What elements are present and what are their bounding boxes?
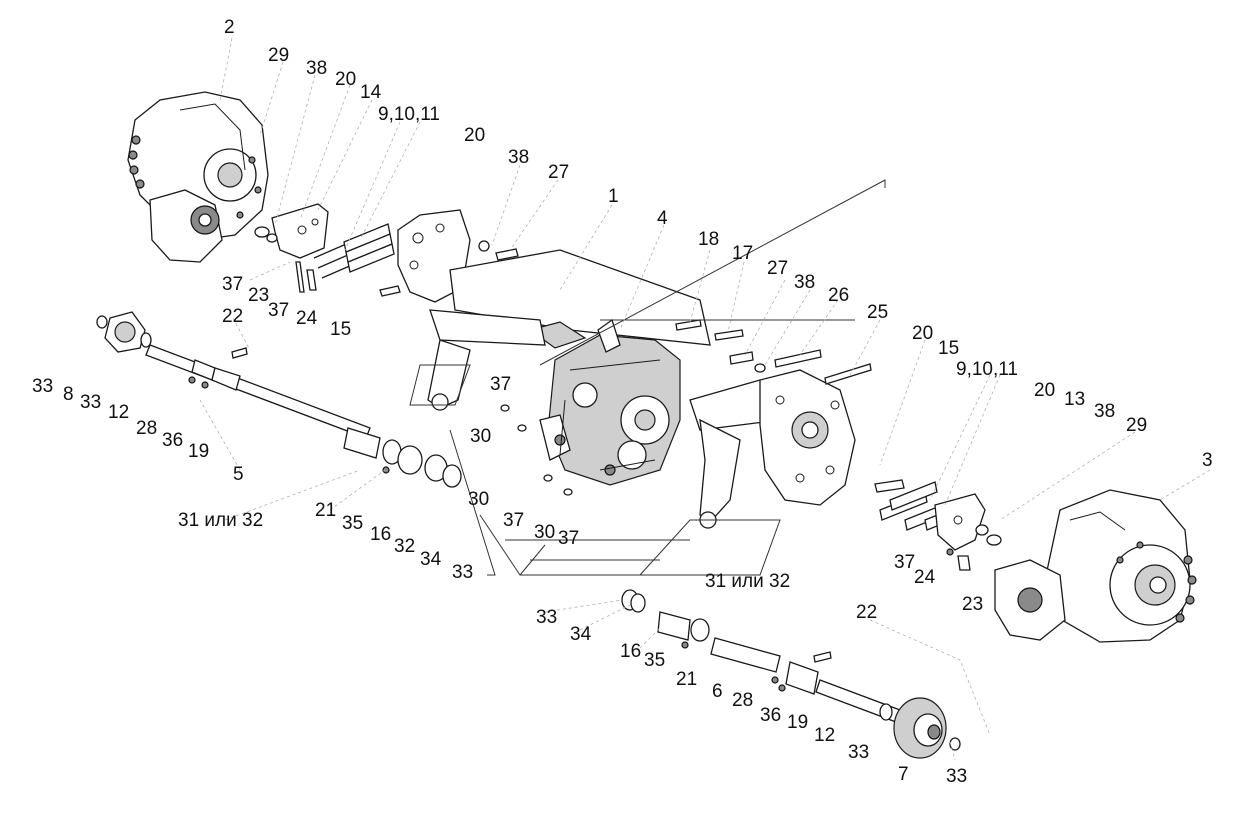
callout-2: 2 xyxy=(224,17,235,38)
callout-27-left: 27 xyxy=(548,162,569,183)
callout-29-left: 29 xyxy=(268,45,289,66)
callout-30-b: 30 xyxy=(468,489,489,510)
callout-29-right: 29 xyxy=(1126,415,1147,436)
callout-19-left: 19 xyxy=(188,441,209,462)
callout-31-or-32-right: 31 или 32 xyxy=(705,571,790,592)
callout-19-right: 19 xyxy=(787,712,808,733)
callout-33-center: 33 xyxy=(452,562,473,583)
leader-lines xyxy=(199,37,1211,761)
callout-36-left: 36 xyxy=(162,430,183,451)
callout-21-left: 21 xyxy=(315,500,336,521)
callout-12-left: 12 xyxy=(108,402,129,423)
callout-25: 25 xyxy=(867,302,888,323)
left-final-drive-housing xyxy=(127,91,269,263)
callout-7: 7 xyxy=(898,764,909,785)
callout-18: 18 xyxy=(698,229,719,250)
callout-38-right-b: 38 xyxy=(1094,401,1115,422)
center-gearbox xyxy=(500,318,681,496)
callout-37-left-a: 37 xyxy=(222,274,243,295)
callout-8: 8 xyxy=(63,384,74,405)
callout-34-right: 34 xyxy=(570,624,592,645)
left-bracket-parts xyxy=(254,203,519,297)
callout-33-right-c: 33 xyxy=(946,766,967,787)
callout-20-right-b: 20 xyxy=(1034,380,1055,401)
callout-28-left: 28 xyxy=(136,418,157,439)
callout-23-left: 23 xyxy=(248,285,269,306)
callout-37-left-b: 37 xyxy=(268,300,289,321)
callout-30-c: 30 xyxy=(534,522,555,543)
callout-20-right-a: 20 xyxy=(912,323,933,344)
right-final-drive-housing xyxy=(994,489,1197,643)
callout-27-right: 27 xyxy=(767,258,788,279)
axle-beam xyxy=(397,209,856,529)
assembly-guide-lines xyxy=(409,179,886,576)
callout-37-center-a: 37 xyxy=(490,374,511,395)
callout-35-left: 35 xyxy=(342,513,363,534)
callout-21-right: 21 xyxy=(676,669,697,690)
bolts-set xyxy=(675,319,872,385)
callout-22-right: 22 xyxy=(856,602,877,623)
callout-33-right-a: 33 xyxy=(536,607,557,628)
callout-33-left-b: 33 xyxy=(80,392,101,413)
right-halfshaft-assembly xyxy=(621,589,961,759)
callout-24-left: 24 xyxy=(296,308,318,329)
callout-28-right: 28 xyxy=(732,690,753,711)
callout-1: 1 xyxy=(608,186,619,207)
callout-37-center-b: 37 xyxy=(503,510,524,531)
callout-37-center-c: 37 xyxy=(558,528,579,549)
callout-15-left: 15 xyxy=(330,319,351,340)
callout-9-10-11-left: 9,10,11 xyxy=(378,104,440,125)
callout-24-right: 24 xyxy=(914,567,936,588)
callout-38-left-top: 38 xyxy=(306,58,327,79)
callout-12-right: 12 xyxy=(814,725,835,746)
callout-6: 6 xyxy=(712,681,723,702)
callout-20-left-a: 20 xyxy=(335,69,356,90)
callout-16-right: 16 xyxy=(620,641,641,662)
callout-30-a: 30 xyxy=(470,426,491,447)
callout-36-right: 36 xyxy=(760,705,781,726)
callout-4: 4 xyxy=(657,208,668,229)
callout-17: 17 xyxy=(732,243,753,264)
callout-20-left-b: 20 xyxy=(464,125,485,146)
callout-22-left: 22 xyxy=(222,306,243,327)
callout-31-or-32-left: 31 или 32 xyxy=(178,510,263,531)
callout-16-left: 16 xyxy=(370,524,391,545)
callout-5: 5 xyxy=(233,464,244,485)
callout-23-right: 23 xyxy=(962,594,983,615)
callout-37-right: 37 xyxy=(894,552,915,573)
callout-34-left: 34 xyxy=(420,549,442,570)
callout-3: 3 xyxy=(1202,450,1213,471)
callout-13: 13 xyxy=(1064,389,1085,410)
callout-33-left-a: 33 xyxy=(32,376,53,397)
callout-15-right: 15 xyxy=(938,338,959,359)
callout-38-left-b: 38 xyxy=(508,147,529,168)
callout-33-right-b: 33 xyxy=(848,742,869,763)
callout-labels: 2 29 38 20 14 9,10,11 20 38 27 1 4 18 17… xyxy=(32,17,1213,787)
left-halfshaft-assembly xyxy=(96,311,462,488)
right-bracket-parts xyxy=(874,479,1002,571)
callout-38-right-a: 38 xyxy=(794,272,815,293)
callout-14: 14 xyxy=(360,82,382,103)
callout-26: 26 xyxy=(828,285,849,306)
callout-9-10-11-right: 9,10,11 xyxy=(956,359,1018,380)
callout-35-right: 35 xyxy=(644,650,665,671)
callout-32-left: 32 xyxy=(394,536,415,557)
